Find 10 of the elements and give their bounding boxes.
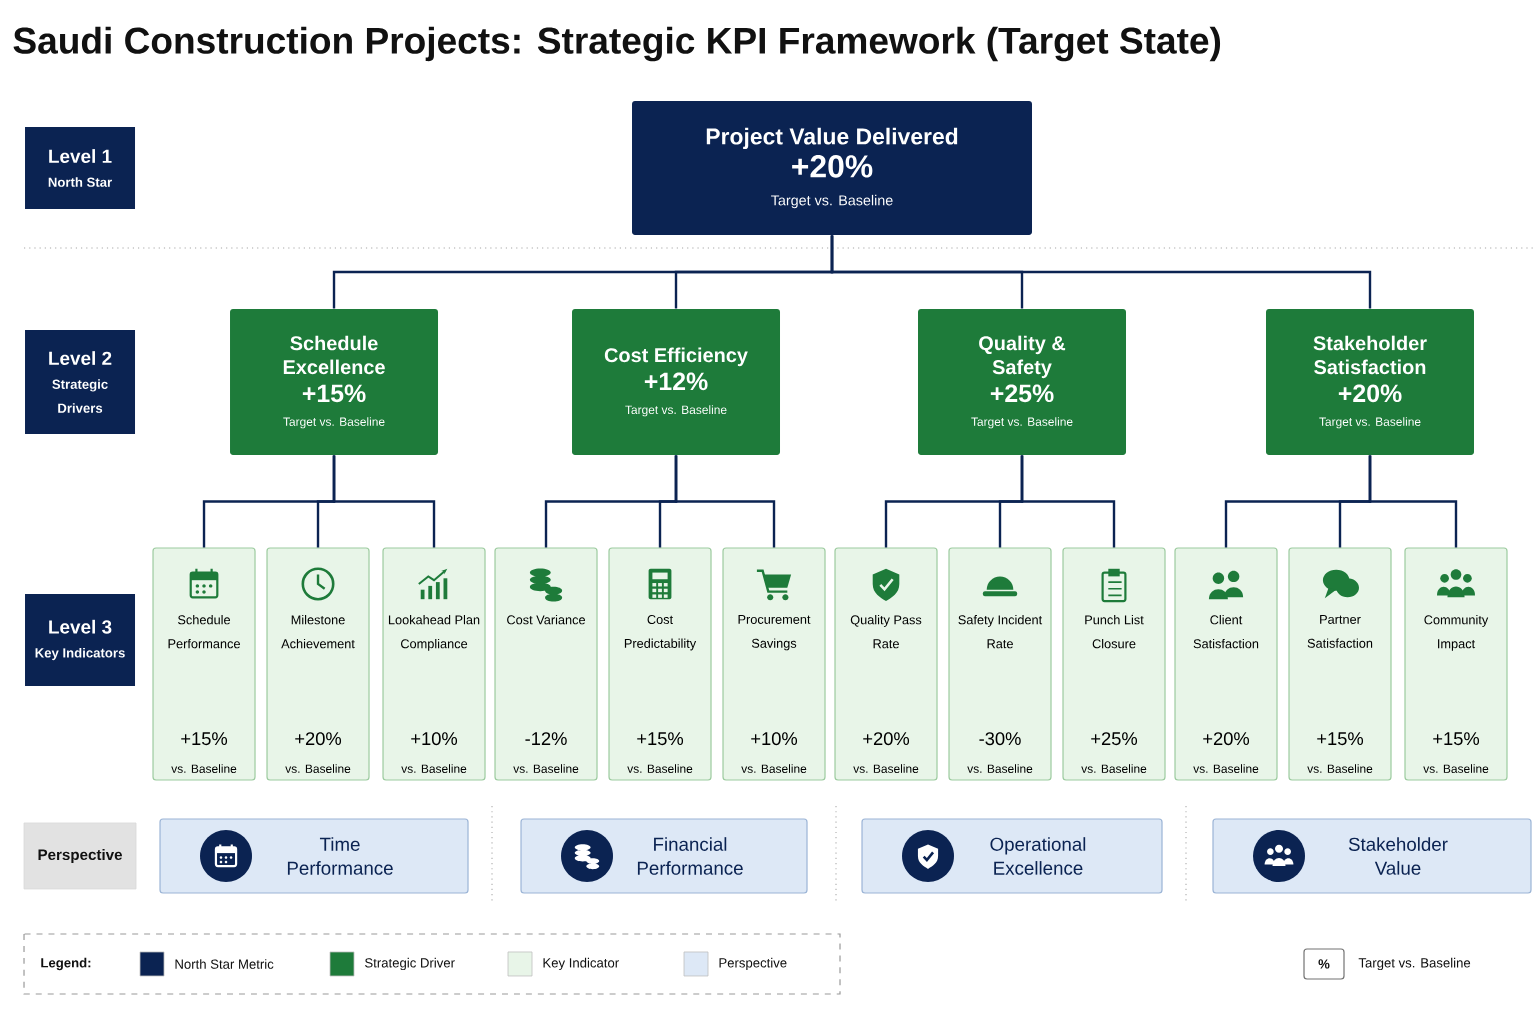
perspective-box: Operational Excellence <box>861 818 1163 894</box>
perspective-box: Stakeholder Value <box>1212 818 1532 894</box>
connector <box>1368 455 1458 548</box>
connector <box>830 235 1372 309</box>
perspective-box: Financial Performance <box>520 818 808 894</box>
connector <box>1020 455 1116 548</box>
perspective-box: Time Performance <box>159 818 469 894</box>
connector <box>674 455 776 548</box>
title: Saudi Construction Projects: Strategic KPI Framework (Target State) <box>13 26 1221 62</box>
connector <box>332 455 436 548</box>
